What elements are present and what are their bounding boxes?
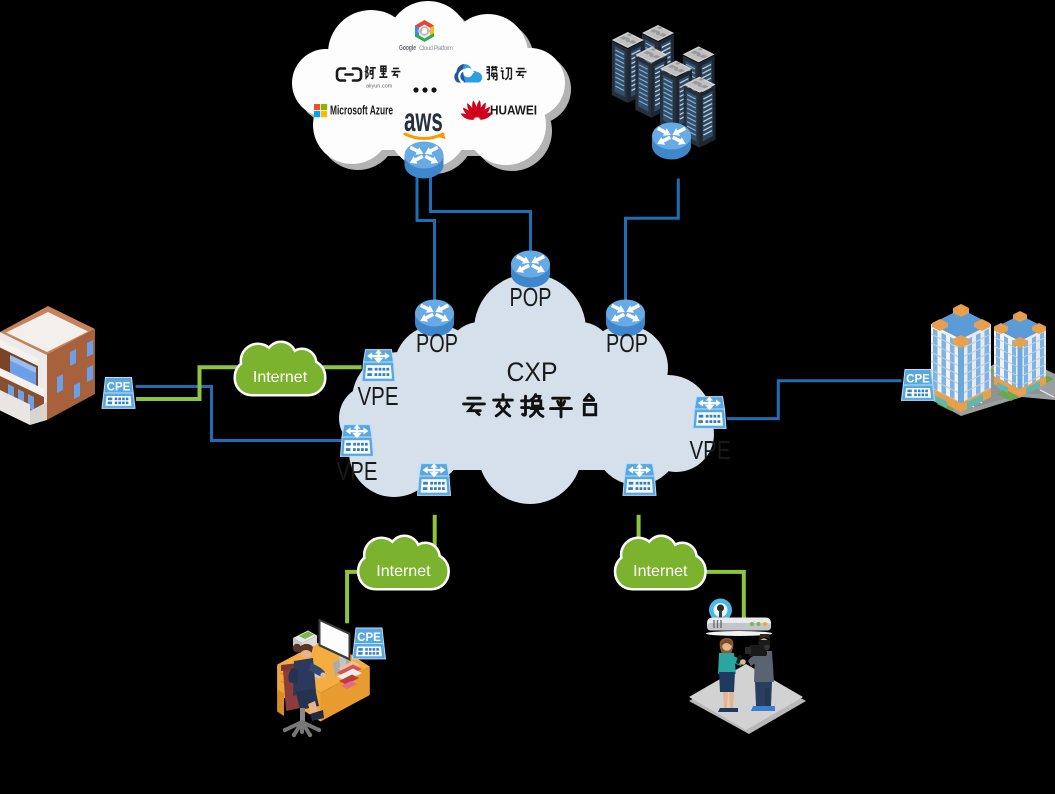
svg-text:VPE: VPE <box>337 456 378 486</box>
svg-text:POP: POP <box>606 328 648 358</box>
svg-text:aliyun.com: aliyun.com <box>366 84 393 90</box>
svg-text:Google: Google <box>399 45 416 52</box>
svg-text:VPE: VPE <box>358 381 399 411</box>
svg-text:POP: POP <box>416 328 458 358</box>
svg-text:aws: aws <box>404 101 443 139</box>
svg-text:POP: POP <box>510 282 552 312</box>
svg-text:CXP: CXP <box>507 357 558 387</box>
svg-text:Cloud Platform: Cloud Platform <box>419 46 453 52</box>
svg-text:VPE: VPE <box>690 435 731 465</box>
svg-text:Microsoft Azure: Microsoft Azure <box>330 103 393 118</box>
svg-text:HUAWEI: HUAWEI <box>490 104 537 118</box>
